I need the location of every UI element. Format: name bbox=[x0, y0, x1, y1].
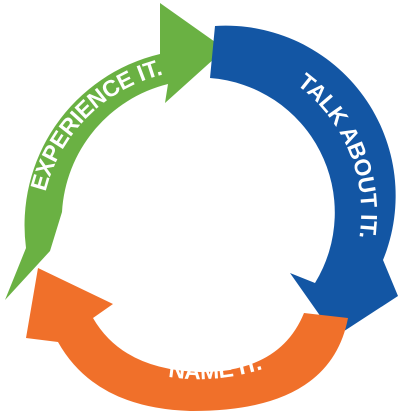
experience-arrow bbox=[5, 3, 225, 300]
talk-about-arrow bbox=[210, 25, 398, 338]
name-arrow bbox=[26, 268, 348, 412]
